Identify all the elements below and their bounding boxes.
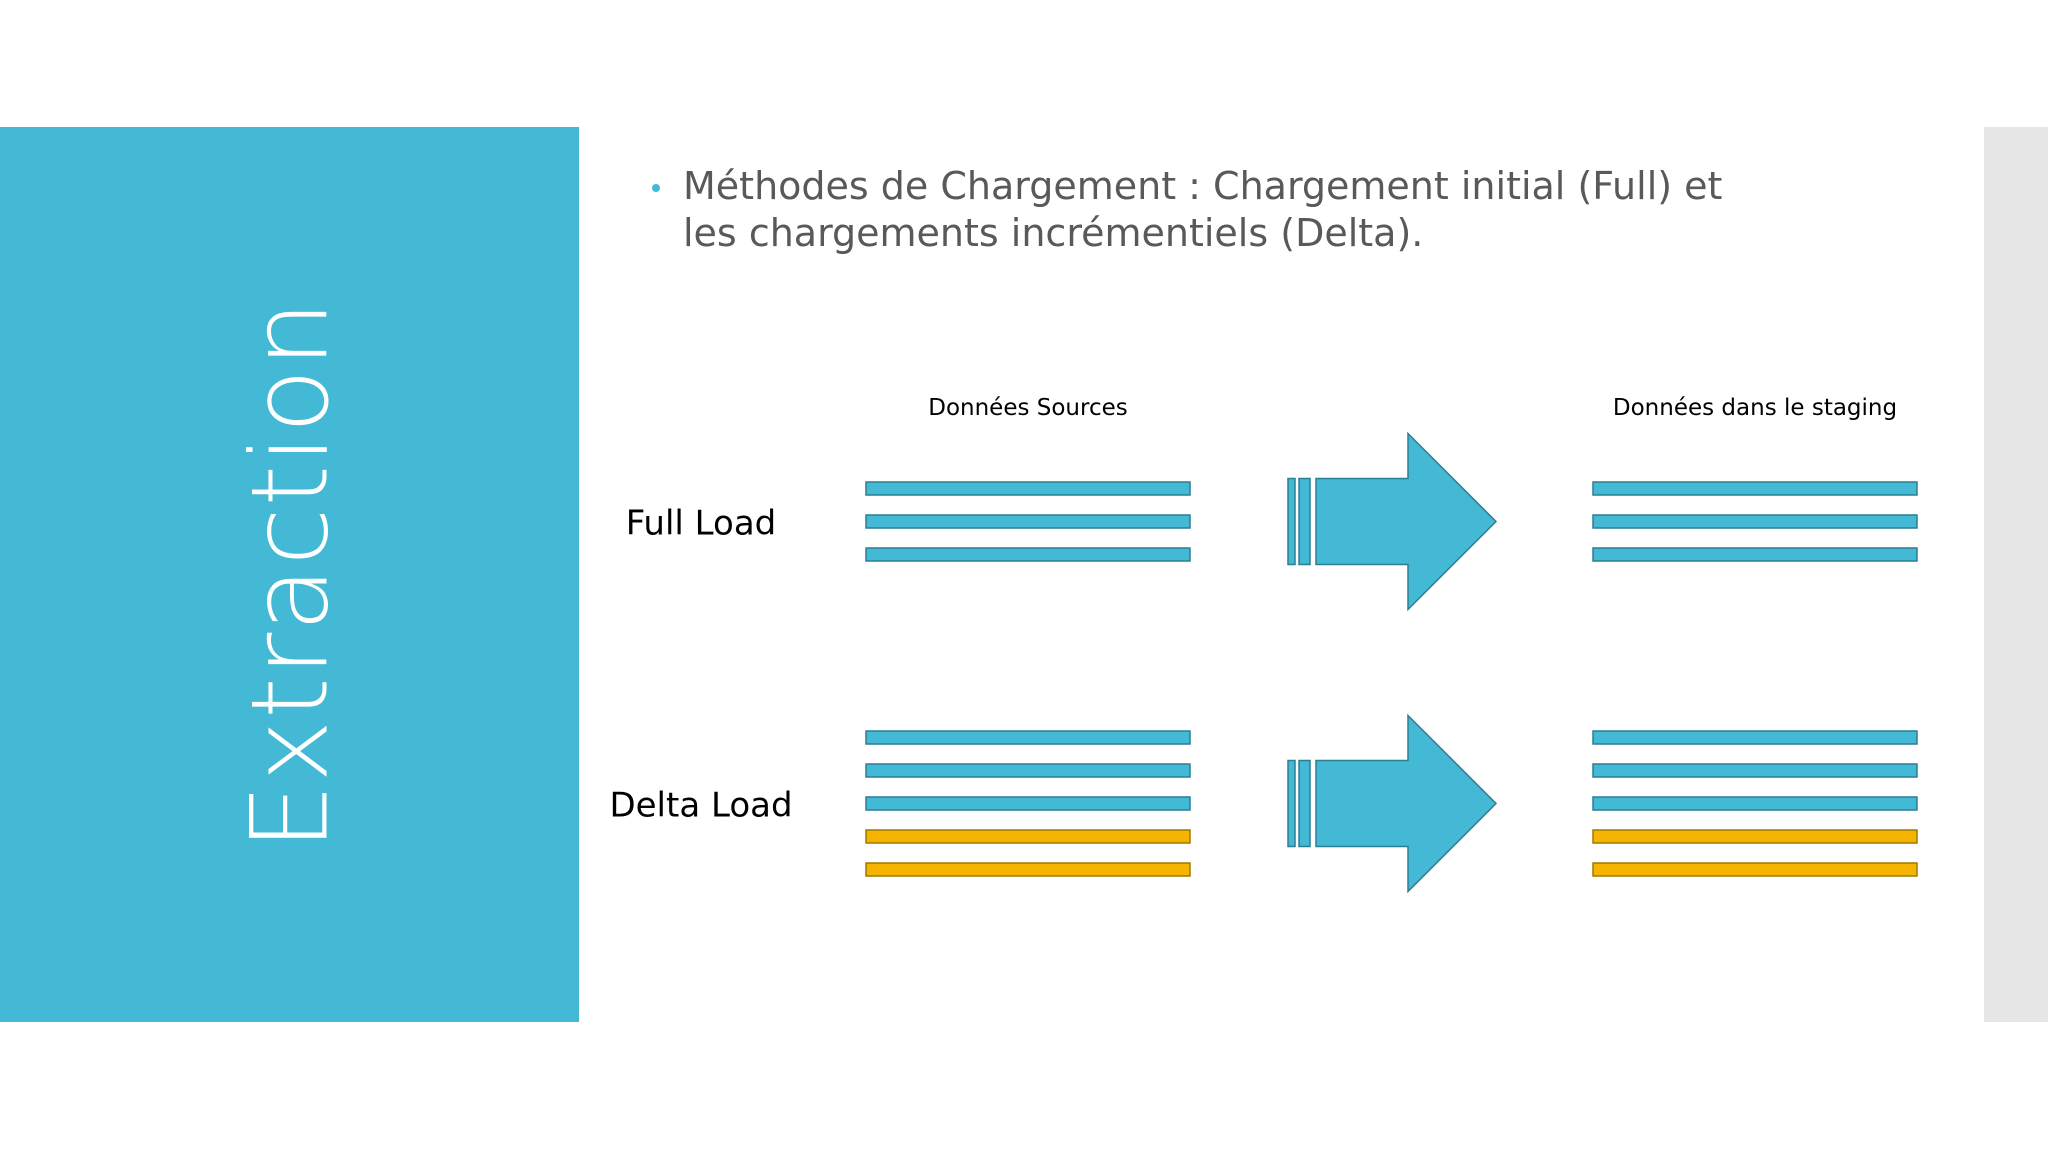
target-new-record-bar: [1592, 862, 1918, 877]
source-record-bar: [865, 796, 1191, 811]
transfer-arrow-icon: [1287, 713, 1498, 894]
right-edge-strip: [1984, 127, 2048, 1022]
target-record-bar: [1592, 796, 1918, 811]
bullet-dot-icon: [652, 184, 660, 192]
arrow-body: [1315, 713, 1498, 894]
source-record-bar: [865, 481, 1191, 496]
arrow-stripe: [1287, 759, 1296, 848]
title-panel: [0, 127, 579, 1022]
target-record-bar: [1592, 730, 1918, 745]
target-record-bar: [1592, 514, 1918, 529]
row-label: Full Load: [626, 504, 777, 544]
source-new-record-bar: [865, 829, 1191, 844]
source-new-record-bar: [865, 862, 1191, 877]
arrow-stripe: [1298, 477, 1311, 566]
row-label: Delta Load: [609, 786, 792, 826]
target-record-bar: [1592, 547, 1918, 562]
bullet-text: Méthodes de Chargement : Chargement init…: [683, 164, 1723, 255]
arrow-stripe: [1298, 759, 1311, 848]
arrow-body: [1315, 431, 1498, 612]
target-record-bar: [1592, 763, 1918, 778]
source-data-header: Données Sources: [928, 395, 1128, 421]
source-record-bar: [865, 547, 1191, 562]
bullet-point: Méthodes de Chargement : Chargement init…: [652, 163, 1752, 257]
source-record-bar: [865, 763, 1191, 778]
target-new-record-bar: [1592, 829, 1918, 844]
source-record-bar: [865, 514, 1191, 529]
source-record-bar: [865, 730, 1191, 745]
target-record-bar: [1592, 481, 1918, 496]
staging-data-header: Données dans le staging: [1613, 395, 1897, 421]
transfer-arrow-icon: [1287, 431, 1498, 612]
arrow-stripe: [1287, 477, 1296, 566]
